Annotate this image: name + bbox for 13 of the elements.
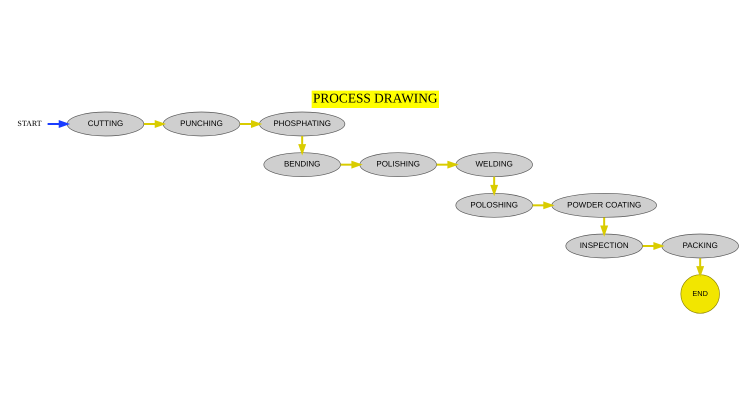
arrow [600, 217, 608, 237]
arrow [298, 136, 306, 156]
arrow [48, 120, 70, 128]
arrow [696, 258, 704, 278]
arrow [340, 160, 363, 169]
arrow [532, 201, 555, 210]
arrow [642, 242, 665, 250]
arrow [436, 160, 459, 169]
diagram-title: PROCESS DRAWING [313, 90, 438, 106]
arrow [144, 120, 166, 128]
node-circle: END [680, 274, 720, 314]
arrow [240, 120, 262, 128]
arrow [490, 176, 498, 196]
